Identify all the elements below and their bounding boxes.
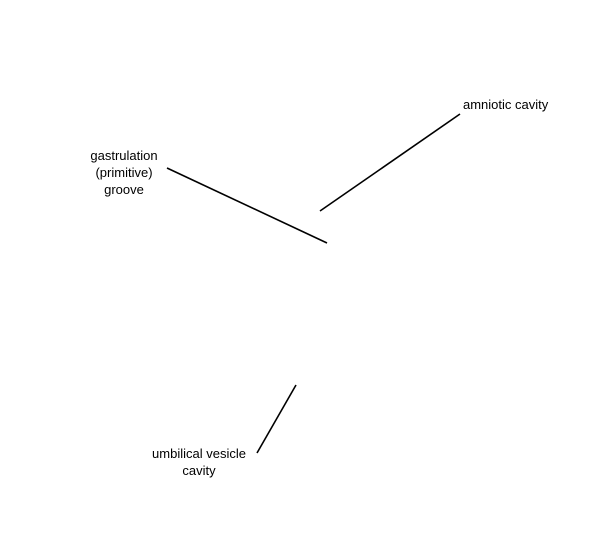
label-gastrulation-line-2: (primitive) (95, 165, 153, 180)
label-gastrulation-line-3: groove (104, 182, 144, 197)
leader-line-umbilical-vesicle-cavity (256, 384, 297, 454)
label-umbilical-line-1: umbilical vesicle (152, 446, 246, 461)
label-umbilical-vesicle-cavity: umbilical vesicle cavity (138, 445, 260, 479)
label-amniotic-cavity-text: amniotic cavity (463, 97, 549, 112)
leader-line-gastrulation-groove (166, 167, 328, 244)
label-amniotic-cavity: amniotic cavity (463, 96, 548, 113)
label-gastrulation-groove: gastrulation (primitive) groove (74, 147, 174, 198)
label-gastrulation-line-1: gastrulation (90, 148, 158, 163)
leader-line-amniotic-cavity (319, 113, 461, 212)
label-umbilical-line-2: cavity (182, 463, 216, 478)
